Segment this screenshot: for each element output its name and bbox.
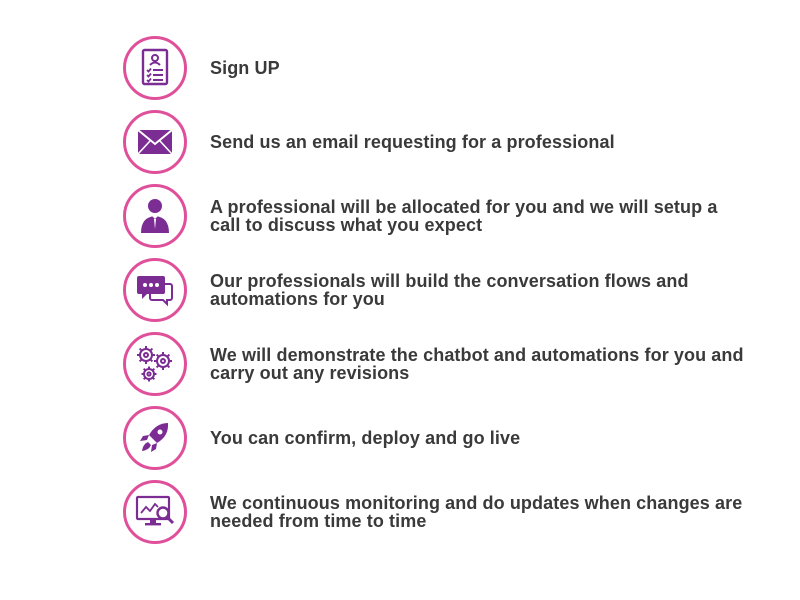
icon-circle <box>123 332 187 396</box>
step-item: You can confirm, deploy and go live <box>123 406 763 470</box>
icon-circle <box>123 110 187 174</box>
step-item: A professional will be allocated for you… <box>123 184 763 248</box>
icon-circle <box>123 480 187 544</box>
envelope-icon <box>137 129 173 155</box>
chat-bubbles-icon <box>137 276 173 307</box>
step-text: Send us an email requesting for a profes… <box>210 132 615 152</box>
step-item: We will demonstrate the chatbot and auto… <box>123 332 763 396</box>
step-item: Our professionals will build the convers… <box>123 258 763 322</box>
step-text: You can confirm, deploy and go live <box>210 428 521 448</box>
step-text: Sign UP <box>210 58 280 78</box>
signup-form-icon <box>141 48 169 86</box>
professional-person-icon <box>141 199 169 233</box>
step-item: We continuous monitoring and do updates … <box>123 480 763 544</box>
rocket-icon <box>140 423 169 452</box>
icon-circle <box>123 184 187 248</box>
icon-circle <box>123 258 187 322</box>
step-text: We will demonstrate the chatbot and auto… <box>210 345 744 383</box>
icon-circle <box>123 406 187 470</box>
monitor-magnifier-icon <box>135 495 175 526</box>
gears-icon <box>137 346 172 382</box>
step-text: Our professionals will build the convers… <box>210 271 689 309</box>
step-text: We continuous monitoring and do updates … <box>210 493 743 531</box>
step-item: Send us an email requesting for a profes… <box>123 110 763 174</box>
step-text: A professional will be allocated for you… <box>210 197 718 235</box>
icon-circle <box>123 36 187 100</box>
step-item: Sign UP <box>123 36 763 100</box>
